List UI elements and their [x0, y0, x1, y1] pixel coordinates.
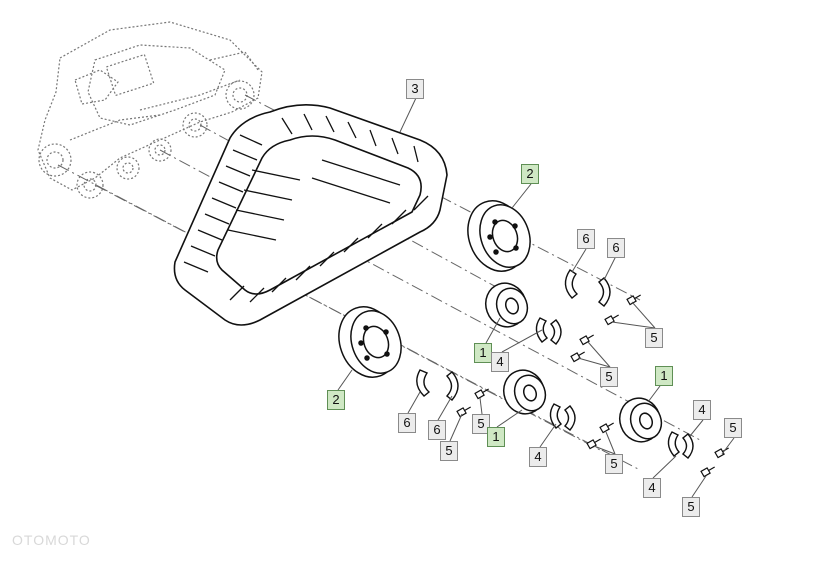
callout-4-clamp-b: 4: [529, 447, 547, 467]
callout-5-bolt-b: 5: [600, 367, 618, 387]
callout-6-clamp-c: 6: [398, 413, 416, 433]
callout-1-roller-a: 1: [474, 343, 492, 363]
roller-wheels: [485, 282, 663, 443]
watermark: OTOMOTO: [12, 532, 91, 548]
callout-3-track: 3: [406, 79, 424, 99]
half-ring-clamps: [416, 269, 694, 459]
callout-4-clamp-a: 4: [491, 352, 509, 372]
callout-5-bolt-e: 5: [605, 454, 623, 474]
callout-2-idler-upper: 2: [521, 164, 539, 184]
leader-lines: [337, 97, 735, 498]
tractor-ghost-outline: [37, 21, 263, 199]
callout-1-roller-b: 1: [487, 427, 505, 447]
callout-5-bolt-d: 5: [440, 441, 458, 461]
callout-6-clamp-d: 6: [428, 420, 446, 440]
callout-4-clamp-d: 4: [643, 478, 661, 498]
idler-wheel-upper: [467, 200, 531, 272]
callout-5-bolt-f: 5: [724, 418, 742, 438]
callout-5-bolt-c: 5: [472, 414, 490, 434]
callout-5-bolt-a: 5: [645, 328, 663, 348]
callout-2-idler-lower: 2: [327, 390, 345, 410]
roller-wheel-b: [503, 369, 547, 415]
bolts: [456, 294, 729, 478]
callout-5-bolt-g: 5: [682, 497, 700, 517]
roller-wheel-a: [485, 282, 529, 328]
callout-1-roller-c: 1: [655, 366, 673, 386]
rubber-track: [173, 104, 448, 326]
callout-4-clamp-c: 4: [693, 400, 711, 420]
callout-6-clamp-a: 6: [577, 229, 595, 249]
callout-6-clamp-b: 6: [607, 238, 625, 258]
idler-wheel-lower: [338, 306, 402, 378]
roller-wheel-c: [619, 397, 663, 443]
